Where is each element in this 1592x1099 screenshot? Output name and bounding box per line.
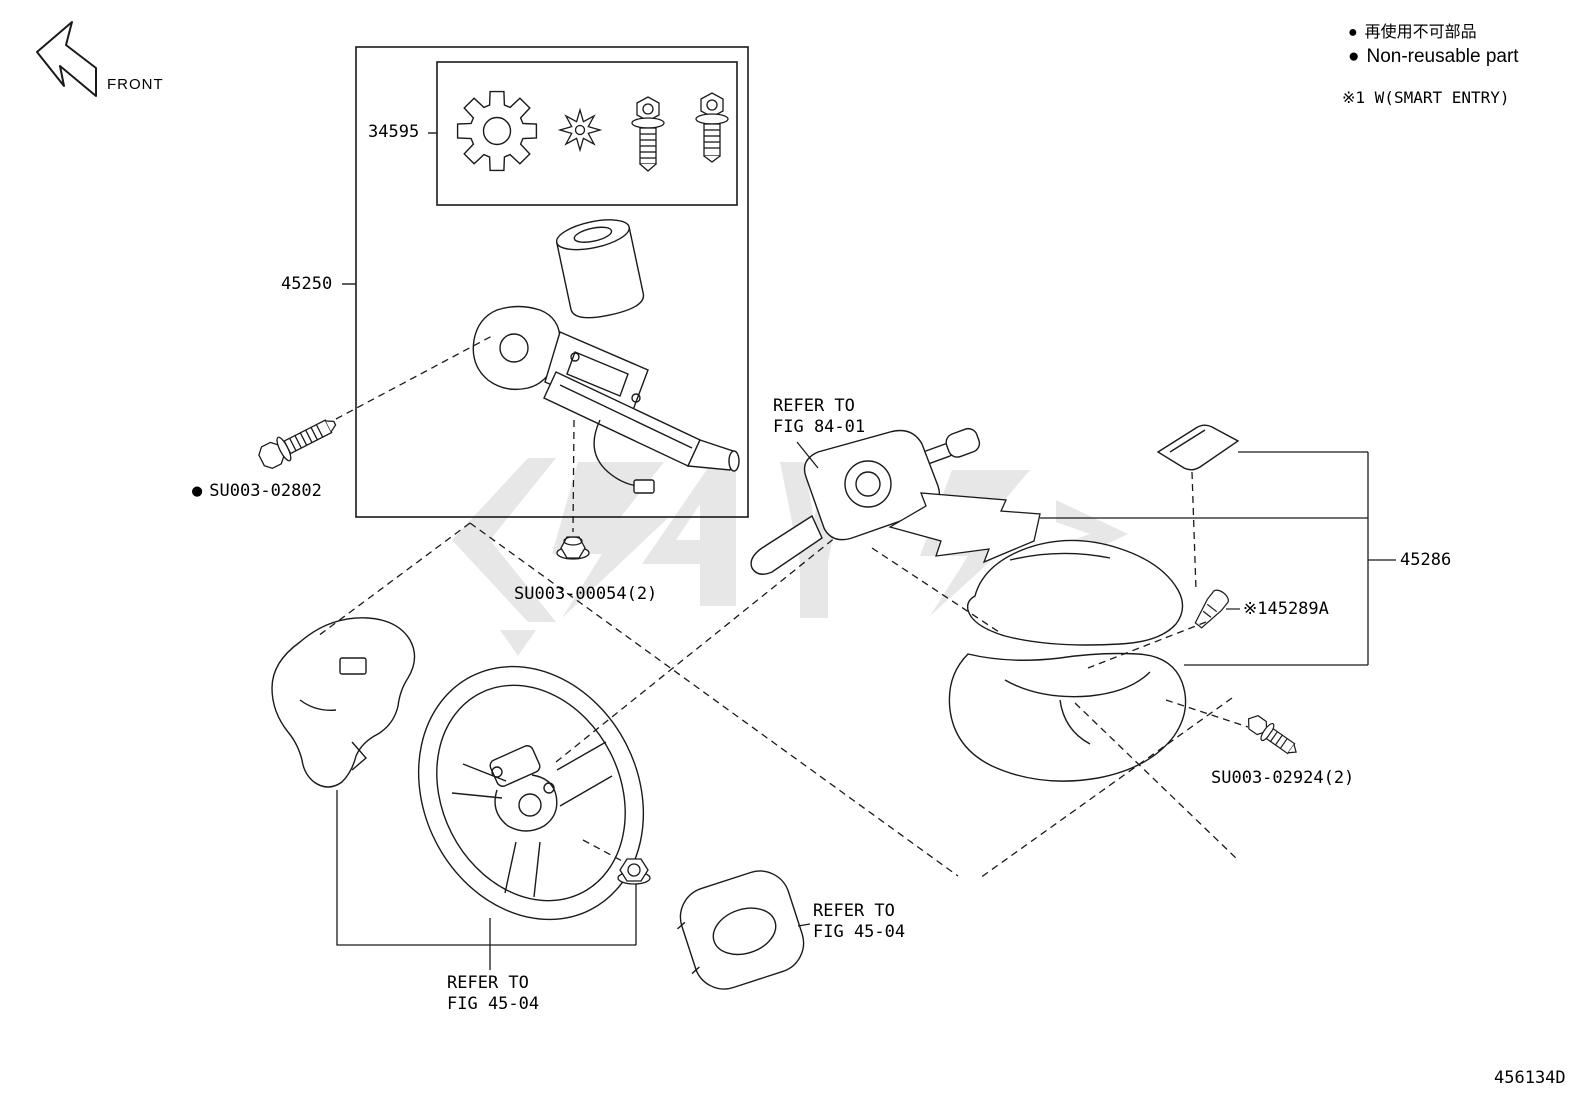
screw-su003-02924 — [1247, 715, 1297, 755]
kit-bolt-2 — [695, 92, 729, 163]
steering-lock-gear — [456, 90, 538, 172]
non-reusable-bullet-icon: ● — [1348, 46, 1360, 67]
bolt-su003-02802 — [258, 419, 337, 470]
left-lower-cover — [271, 617, 416, 788]
callout-refer-fig-84-01[interactable]: REFER TO FIG 84-01 — [773, 396, 866, 437]
callout-45250[interactable]: 45250 — [281, 274, 333, 294]
callout-45286[interactable]: 45286 — [1400, 550, 1452, 570]
non-reusable-bullet-icon: ● — [1348, 24, 1358, 41]
legend-jp: ●再使用不可部品 — [1348, 24, 1477, 41]
wheel-nut — [617, 858, 651, 885]
callout-34595[interactable]: 34595 — [368, 122, 420, 142]
diagram-number: 456134D — [1494, 1068, 1566, 1088]
fig-45-04-bracket — [336, 790, 637, 970]
part-group-box — [355, 46, 749, 518]
assembly-leader-lines — [317, 335, 1249, 879]
front-arrow-icon — [36, 21, 97, 97]
column-hole-cover — [1156, 424, 1240, 471]
front-label: FRONT — [107, 76, 164, 93]
column-lower-cover — [948, 652, 1187, 782]
callout-su003-02924[interactable]: SU003-02924(2) — [1211, 768, 1355, 788]
steering-wheel — [417, 665, 645, 921]
callout-45289a[interactable]: ※145289A — [1243, 599, 1329, 619]
kit-bolt-1 — [631, 96, 665, 172]
steering-column-assembly — [472, 219, 740, 494]
star-washer — [557, 107, 603, 153]
column-upper-cover — [966, 539, 1184, 646]
combination-switch — [750, 427, 981, 575]
nut-su003-00054 — [556, 536, 590, 560]
callout-su003-00054[interactable]: SU003-00054(2) — [514, 584, 658, 604]
cover-plate — [888, 492, 1041, 564]
callout-su003-02802[interactable]: ●SU003-02802 — [192, 481, 322, 501]
legend-en: ●Non-reusable part — [1348, 46, 1519, 67]
horn-pad — [677, 870, 805, 990]
leader-fig-45-04-pad — [797, 923, 811, 927]
callout-refer-fig-45-04-wheel[interactable]: REFER TO FIG 45-04 — [447, 973, 540, 1014]
part-45286-bracket — [1040, 451, 1396, 666]
callout-refer-fig-45-04-pad[interactable]: REFER TO FIG 45-04 — [813, 901, 906, 942]
legend-smart-entry-note: ※1 W(SMART ENTRY) — [1342, 88, 1510, 107]
leader-fig-84-01 — [796, 441, 819, 469]
screw-45289a — [1194, 589, 1229, 629]
non-reusable-bullet-icon: ● — [192, 481, 203, 501]
